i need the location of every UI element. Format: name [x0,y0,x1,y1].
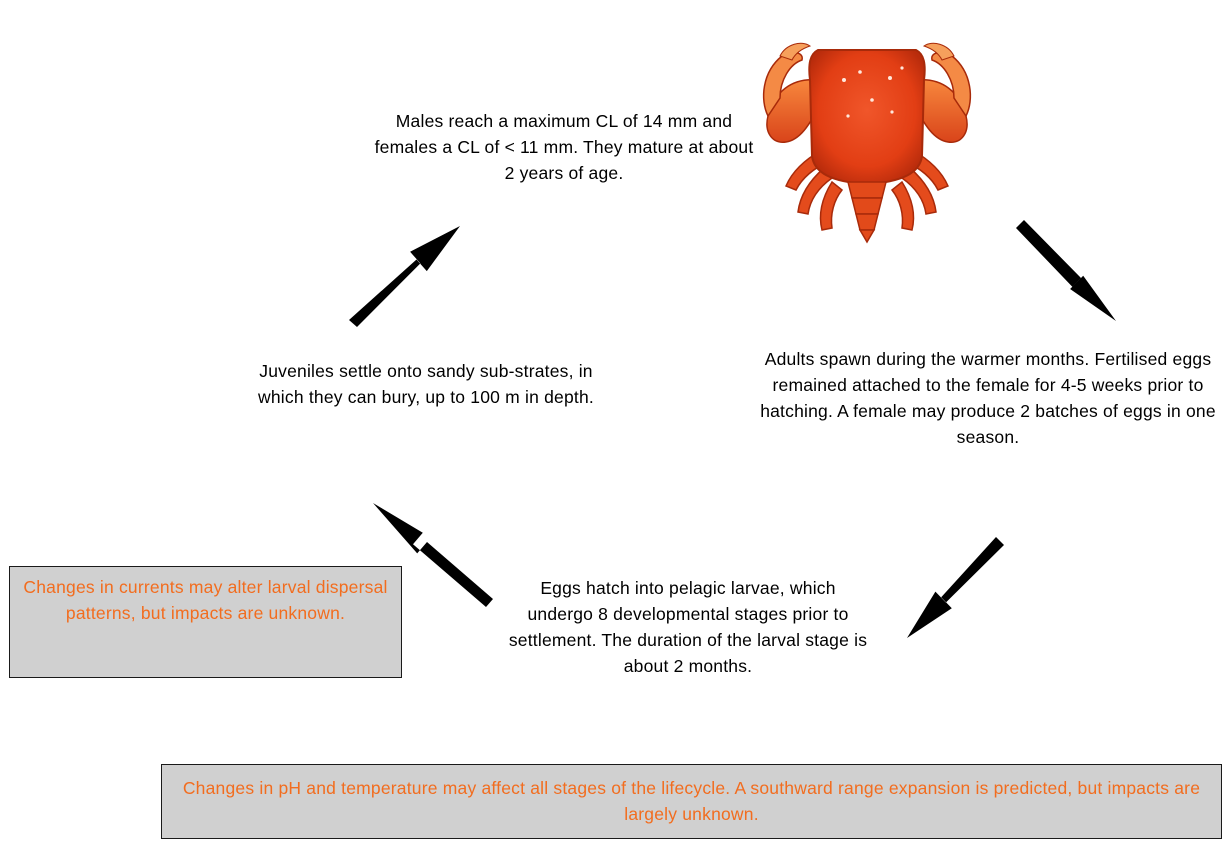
arrow-adult-to-spawn [1016,220,1116,321]
stage-eggs-text: Eggs hatch into pelagic larvae, which un… [508,578,868,676]
stage-spawn-text: Adults spawn during the warmer months. F… [760,349,1216,447]
impact-ph-temperature-text: Changes in pH and temperature may affect… [182,778,1201,824]
arrow-eggs-to-juvenile [373,503,493,607]
stage-juvenile-text: Juveniles settle onto sandy sub-strates,… [258,361,594,407]
arrow-spawn-to-eggs [907,537,1004,638]
carapace-spots [842,66,904,118]
impact-ph-temperature-box: Changes in pH and temperature may affect… [161,764,1222,839]
crab-illustration [762,42,972,244]
arrow-juvenile-to-adult [349,226,460,327]
right-claw [915,42,972,143]
stage-adult-text: Males reach a maximum CL of 14 mm and fe… [374,111,754,183]
impact-currents-text: Changes in currents may alter larval dis… [23,577,388,623]
left-claw [762,42,819,143]
impact-currents-box: Changes in currents may alter larval dis… [9,566,402,678]
crab-abdomen [847,181,887,244]
